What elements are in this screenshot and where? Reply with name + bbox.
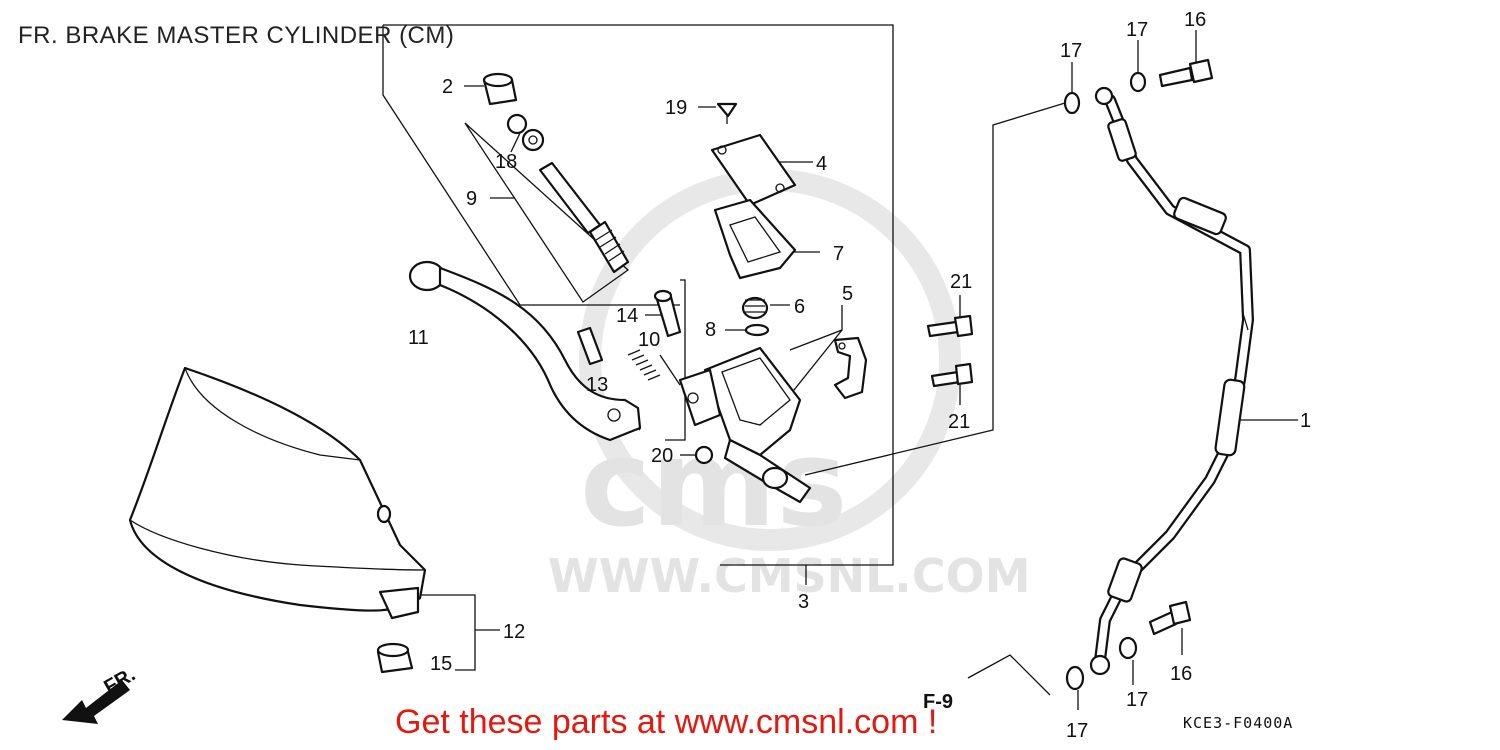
callout-17-bottom-right: 17 xyxy=(1126,689,1148,711)
callout-3: 3 xyxy=(798,591,809,613)
part-4-cover xyxy=(710,133,797,207)
callout-16-top: 16 xyxy=(1184,9,1206,31)
part-12-hand-guard xyxy=(128,366,427,620)
callout-14: 14 xyxy=(616,305,638,327)
callout-6: 6 xyxy=(794,296,805,318)
part-17-washer-top-right xyxy=(1129,71,1147,93)
callout-13: 13 xyxy=(586,374,608,396)
part-17-washer-top-left xyxy=(1063,91,1081,115)
leader-lines xyxy=(418,30,1298,710)
part-21-bolt-upper xyxy=(926,314,974,338)
part-7-diaphragm xyxy=(713,198,797,280)
part-6-plate xyxy=(741,296,769,320)
part-2-cap xyxy=(482,72,518,106)
callouts: 1 2 3 4 5 6 7 8 9 10 11 12 13 14 15 16 1… xyxy=(408,9,1311,742)
callout-20: 20 xyxy=(651,445,673,467)
reference-label: F-9 xyxy=(923,691,953,713)
callout-17-top-right: 17 xyxy=(1126,19,1148,41)
callout-15: 15 xyxy=(430,653,452,675)
callout-17-bottom-left: 17 xyxy=(1066,720,1088,742)
callout-5: 5 xyxy=(842,283,853,305)
part-3-master-cylinder xyxy=(678,346,812,504)
part-16-bolt-top xyxy=(1158,58,1214,88)
callout-18: 18 xyxy=(495,151,517,173)
callout-9: 9 xyxy=(466,188,477,210)
part-14-pivot-bolt xyxy=(653,289,682,338)
watermark: cms WWW.CMSNL.COM xyxy=(548,169,1031,603)
cta-link[interactable]: Get these parts at www.cmsnl.com ! xyxy=(395,703,938,741)
part-11-lever xyxy=(408,260,642,442)
part-16-bolt-bottom xyxy=(1148,600,1192,636)
callout-21-bottom: 21 xyxy=(948,411,970,433)
callout-10: 10 xyxy=(638,329,660,351)
callout-21-top: 21 xyxy=(950,271,972,293)
front-arrow-icon: FR. xyxy=(62,663,139,724)
callout-11: 11 xyxy=(408,327,429,349)
callout-16-bottom: 16 xyxy=(1170,663,1192,685)
part-17-washer-bottom-right xyxy=(1118,636,1138,660)
part-5-holder xyxy=(833,336,868,400)
part-15-grommet xyxy=(376,642,414,674)
callout-7: 7 xyxy=(833,243,844,265)
callout-4: 4 xyxy=(816,153,827,175)
callout-17-top-left: 17 xyxy=(1060,40,1082,62)
part-20-nut xyxy=(694,445,714,465)
part-18-circlip xyxy=(506,113,545,152)
part-13-adjuster xyxy=(576,326,604,366)
callout-12: 12 xyxy=(503,621,525,643)
part-1-brake-hose xyxy=(1089,86,1254,676)
part-10-spring xyxy=(627,349,661,381)
part-9-piston-set xyxy=(538,161,630,274)
callout-8: 8 xyxy=(705,319,716,341)
part-21-bolt-lower xyxy=(930,362,974,388)
diagram-code: KCE3-F0400A xyxy=(1183,714,1293,732)
part-17-washer-bottom-left xyxy=(1065,665,1085,691)
part-8-ring xyxy=(744,323,770,337)
callout-1: 1 xyxy=(1300,410,1311,432)
callout-2: 2 xyxy=(442,76,453,98)
watermark-site: WWW.CMSNL.COM xyxy=(548,549,1031,603)
page-title: FR. BRAKE MASTER CYLINDER (CM) xyxy=(18,22,455,49)
part-19-screw xyxy=(716,102,738,124)
callout-19: 19 xyxy=(665,97,687,119)
